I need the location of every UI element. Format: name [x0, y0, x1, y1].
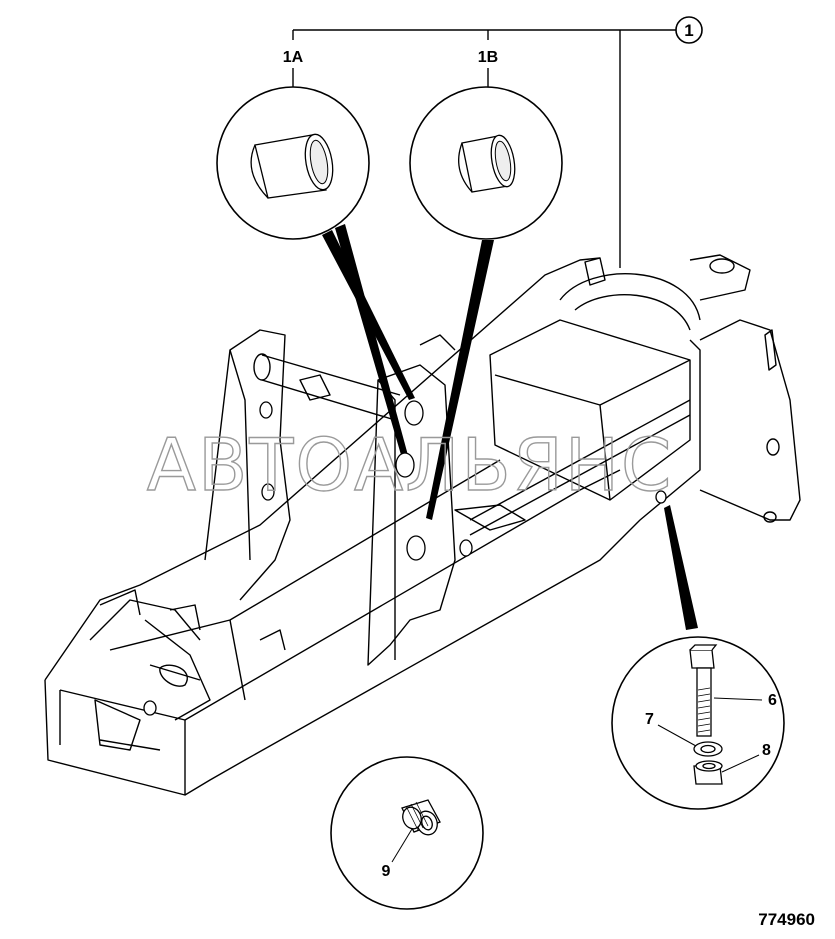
- callout-1a-label: 1A: [283, 49, 304, 66]
- callout-8-label: 8: [762, 742, 771, 759]
- detail-1b-bush: [409, 86, 563, 240]
- callout-1-circle: 1: [675, 16, 703, 44]
- callout-1-label: 1: [684, 21, 693, 40]
- detail-1a-bush: [216, 86, 370, 240]
- callout-9-label: 9: [382, 863, 391, 880]
- watermark-text: АВТОАЛЬЯНС: [147, 423, 674, 507]
- detail-bolt-assembly: 6 7 8: [611, 636, 785, 810]
- callout-6-label: 6: [768, 692, 777, 709]
- figure-number: 774960: [758, 910, 815, 929]
- leader-wedges: [322, 224, 698, 630]
- callout-1b-label: 1B: [478, 49, 498, 66]
- callout-7-label: 7: [645, 711, 654, 728]
- frame-holes: [143, 400, 667, 716]
- callout-bracket: [292, 29, 676, 268]
- chassis-frame: [44, 254, 801, 796]
- detail-plug: 9: [330, 756, 484, 910]
